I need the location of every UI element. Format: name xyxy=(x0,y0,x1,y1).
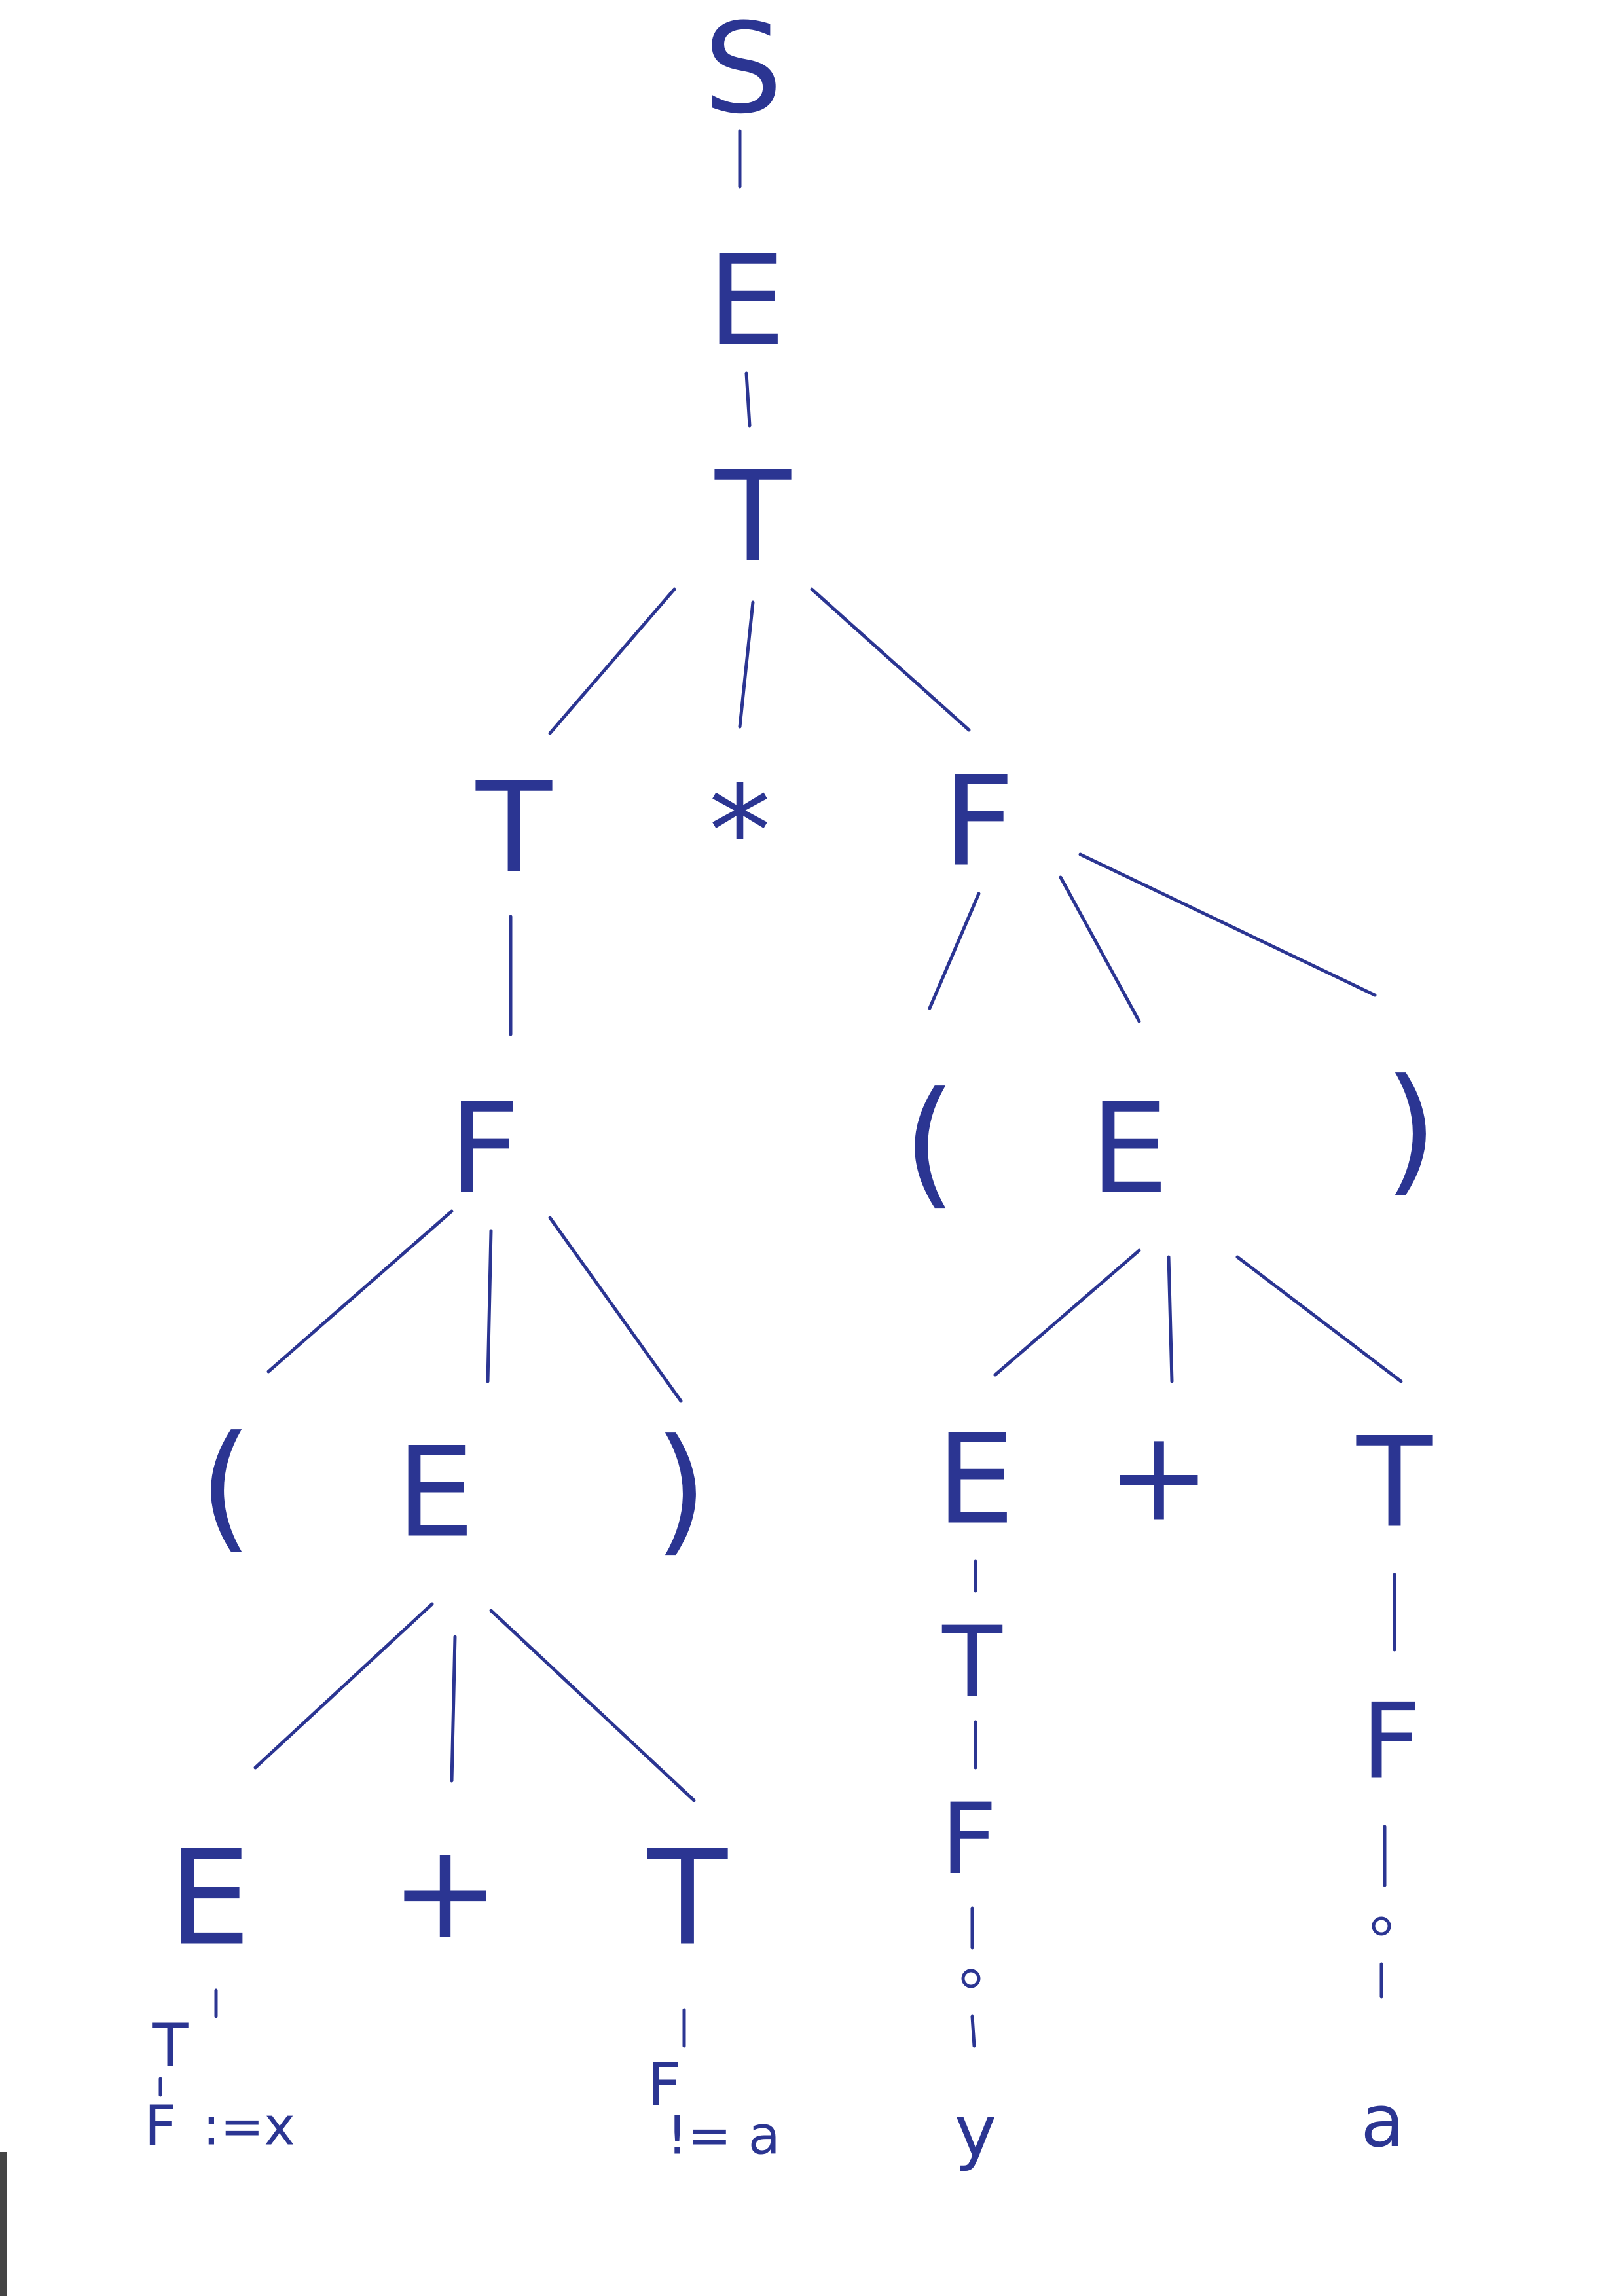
node-plus-right: + xyxy=(1106,1404,1211,1549)
node-f-t-rr: F xyxy=(1361,1681,1421,1803)
edge-f-e-right xyxy=(1059,875,1141,1023)
node-e-left: E xyxy=(396,1421,475,1565)
node-lparen-right: ( xyxy=(903,1063,957,1223)
dot-marker-rl xyxy=(961,1969,981,1988)
edge-f-rparen-left xyxy=(548,1216,683,1403)
leaf-a-right: a xyxy=(1360,2079,1404,2163)
edge-dot-y xyxy=(970,2014,976,2048)
node-t-e-ll: T xyxy=(152,2012,189,2081)
node-f-e-ll: F xyxy=(145,2094,177,2159)
node-t1: T xyxy=(714,445,792,590)
node-e-rl: E xyxy=(936,1408,1015,1552)
node-plus-left: + xyxy=(390,1816,500,1969)
node-times: * xyxy=(709,759,771,904)
scan-edge-shadow xyxy=(0,2152,7,2296)
leaf-y: y xyxy=(954,2089,996,2173)
edge-e-t xyxy=(744,371,752,428)
edge-t-times xyxy=(738,600,755,729)
node-rparen-left: ) xyxy=(654,1410,708,1570)
node-e-ll: E xyxy=(168,1823,251,1975)
leaf-a-left: != a xyxy=(666,2105,780,2166)
edge-e-plus-left xyxy=(450,1635,457,1783)
edge-f-e-left xyxy=(486,1229,493,1383)
edge-t-t xyxy=(548,587,676,735)
dot-marker-rr xyxy=(1372,1916,1391,1936)
edge-e-e-rl xyxy=(993,1248,1141,1377)
node-rparen-right: ) xyxy=(1384,1049,1438,1210)
node-f-right: F xyxy=(943,750,1014,894)
tree-nodes: S E T T * F F ( E ) ( E ) E + T T F E + … xyxy=(145,0,1438,2173)
node-t-e-rl: T xyxy=(941,1606,1003,1720)
edge-f-lparen-left xyxy=(266,1209,454,1374)
node-t2: T xyxy=(475,756,553,901)
edge-f-lparen xyxy=(928,892,981,1010)
edge-e-t-rr xyxy=(1235,1255,1403,1383)
node-f-left: F xyxy=(448,1077,520,1222)
node-f-e-rl: F xyxy=(941,1783,997,1897)
node-f-t-lr: F xyxy=(647,2051,682,2120)
node-lparen-left: ( xyxy=(199,1406,253,1567)
node-t-rr: T xyxy=(1356,1411,1433,1556)
edge-f-rparen xyxy=(1078,852,1377,997)
node-root-s: S xyxy=(704,0,783,141)
edge-e-e-ll xyxy=(253,1602,434,1770)
node-e-right: E xyxy=(1090,1077,1169,1222)
edge-t-f xyxy=(810,587,971,732)
tree-edges xyxy=(158,129,1403,2097)
leaf-x: :=x xyxy=(202,2096,295,2157)
node-t-lr: T xyxy=(647,1823,728,1975)
edge-e-t-lr xyxy=(489,1609,696,1802)
node-e1: E xyxy=(707,229,786,374)
edge-e-plus-right xyxy=(1167,1255,1174,1383)
